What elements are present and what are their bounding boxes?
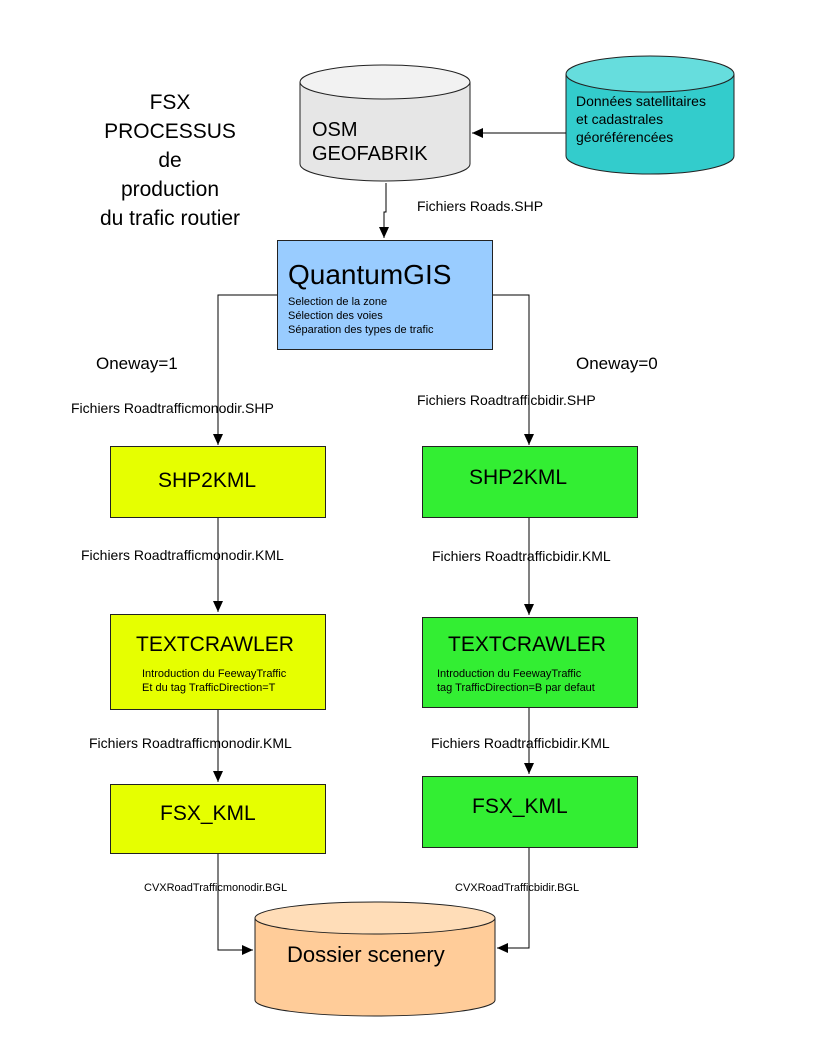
left-textcrawler-desc-line: Et du tag TrafficDirection=T (142, 682, 276, 694)
satellite-label-line: Données satellitaires (576, 93, 706, 109)
left-kml-file-label: Fichiers Roadtrafficmonodir.KML (81, 547, 284, 563)
quantumgis-step: Selection de la zone (288, 296, 388, 308)
left-fsx-kml-box: FSX_KML (110, 784, 326, 854)
dossier-scenery-label: Dossier scenery (287, 942, 445, 967)
satellite-data-cylinder (565, 55, 735, 175)
arrow-right-fsxkml-to-scenery (497, 848, 530, 953)
right-textcrawler-desc-line: tag TrafficDirection=B par defaut (437, 682, 595, 694)
quantumgis-box: QuantumGIS Selection de la zone Sélectio… (277, 240, 493, 350)
quantumgis-steps: Selection de la zone Sélection des voies… (288, 295, 434, 337)
left-fsx-kml-title: FSX_KML (160, 802, 256, 825)
quantumgis-title: QuantumGIS (288, 259, 452, 290)
right-kml-file-label-2: Fichiers Roadtrafficbidir.KML (431, 735, 610, 751)
osm-geofabrik-label: OSM GEOFABRIK (312, 118, 428, 166)
left-bgl-label: CVXRoadTrafficmonodir.BGL (144, 882, 288, 894)
right-shp2kml-box: SHP2KML (422, 446, 638, 518)
roads-shp-label: Fichiers Roads.SHP (417, 198, 544, 214)
osm-label-line: GEOFABRIK (312, 143, 428, 165)
quantumgis-step: Séparation des types de trafic (288, 324, 434, 336)
oneway-0-label: Oneway=0 (576, 354, 658, 373)
arrow-qgis-to-left-shp2kml (213, 294, 277, 445)
satellite-label-line: géoréférencées (576, 129, 674, 145)
right-textcrawler-desc-line: Introduction du FeewayTraffic (437, 668, 582, 680)
diagram-title: FSX PROCESSUS de production du trafic ro… (60, 88, 280, 233)
arrow-qgis-to-right-shp2kml (493, 294, 534, 445)
right-fsx-kml-box: FSX_KML (422, 776, 638, 848)
left-textcrawler-desc-line: Introduction du FeewayTraffic (142, 668, 287, 680)
title-line: de (158, 149, 182, 172)
title-line: PROCESSUS (104, 120, 236, 143)
satellite-data-label: Données satellitaires et cadastrales géo… (576, 92, 706, 146)
right-shp-file-label: Fichiers Roadtrafficbidir.SHP (417, 392, 596, 408)
title-line: du trafic routier (99, 207, 241, 230)
title-line: production (120, 178, 220, 201)
left-shp-file-label: Fichiers Roadtrafficmonodir.SHP (71, 400, 274, 416)
right-shp2kml-title: SHP2KML (469, 466, 568, 489)
left-textcrawler-box: TEXTCRAWLER Introduction du FeewayTraffi… (110, 614, 326, 710)
osm-geofabrik-cylinder (299, 64, 471, 182)
quantumgis-step: Sélection des voies (288, 310, 383, 322)
right-textcrawler-desc: Introduction du FeewayTraffic tag Traffi… (437, 667, 595, 695)
right-textcrawler-box: TEXTCRAWLER Introduction du FeewayTraffi… (422, 617, 638, 708)
left-textcrawler-desc: Introduction du FeewayTraffic Et du tag … (142, 667, 286, 695)
right-textcrawler-title: TEXTCRAWLER (448, 633, 606, 656)
left-shp2kml-title: SHP2KML (158, 469, 257, 492)
left-kml-file-label-2: Fichiers Roadtrafficmonodir.KML (89, 735, 292, 751)
satellite-label-line: et cadastrales (576, 111, 664, 127)
right-bgl-label: CVXRoadTrafficbidir.BGL (455, 882, 580, 894)
dossier-scenery-cylinder (254, 901, 496, 1017)
oneway-1-label: Oneway=1 (96, 354, 178, 373)
left-shp2kml-box: SHP2KML (110, 446, 326, 518)
arrow-osm-to-qgis (379, 183, 389, 238)
osm-label-line: OSM (312, 119, 358, 141)
right-fsx-kml-title: FSX_KML (472, 795, 568, 818)
left-textcrawler-title: TEXTCRAWLER (136, 633, 294, 656)
right-kml-file-label: Fichiers Roadtrafficbidir.KML (432, 548, 611, 564)
title-line: FSX (149, 91, 191, 114)
arrow-left-fsxkml-to-scenery (217, 854, 253, 955)
